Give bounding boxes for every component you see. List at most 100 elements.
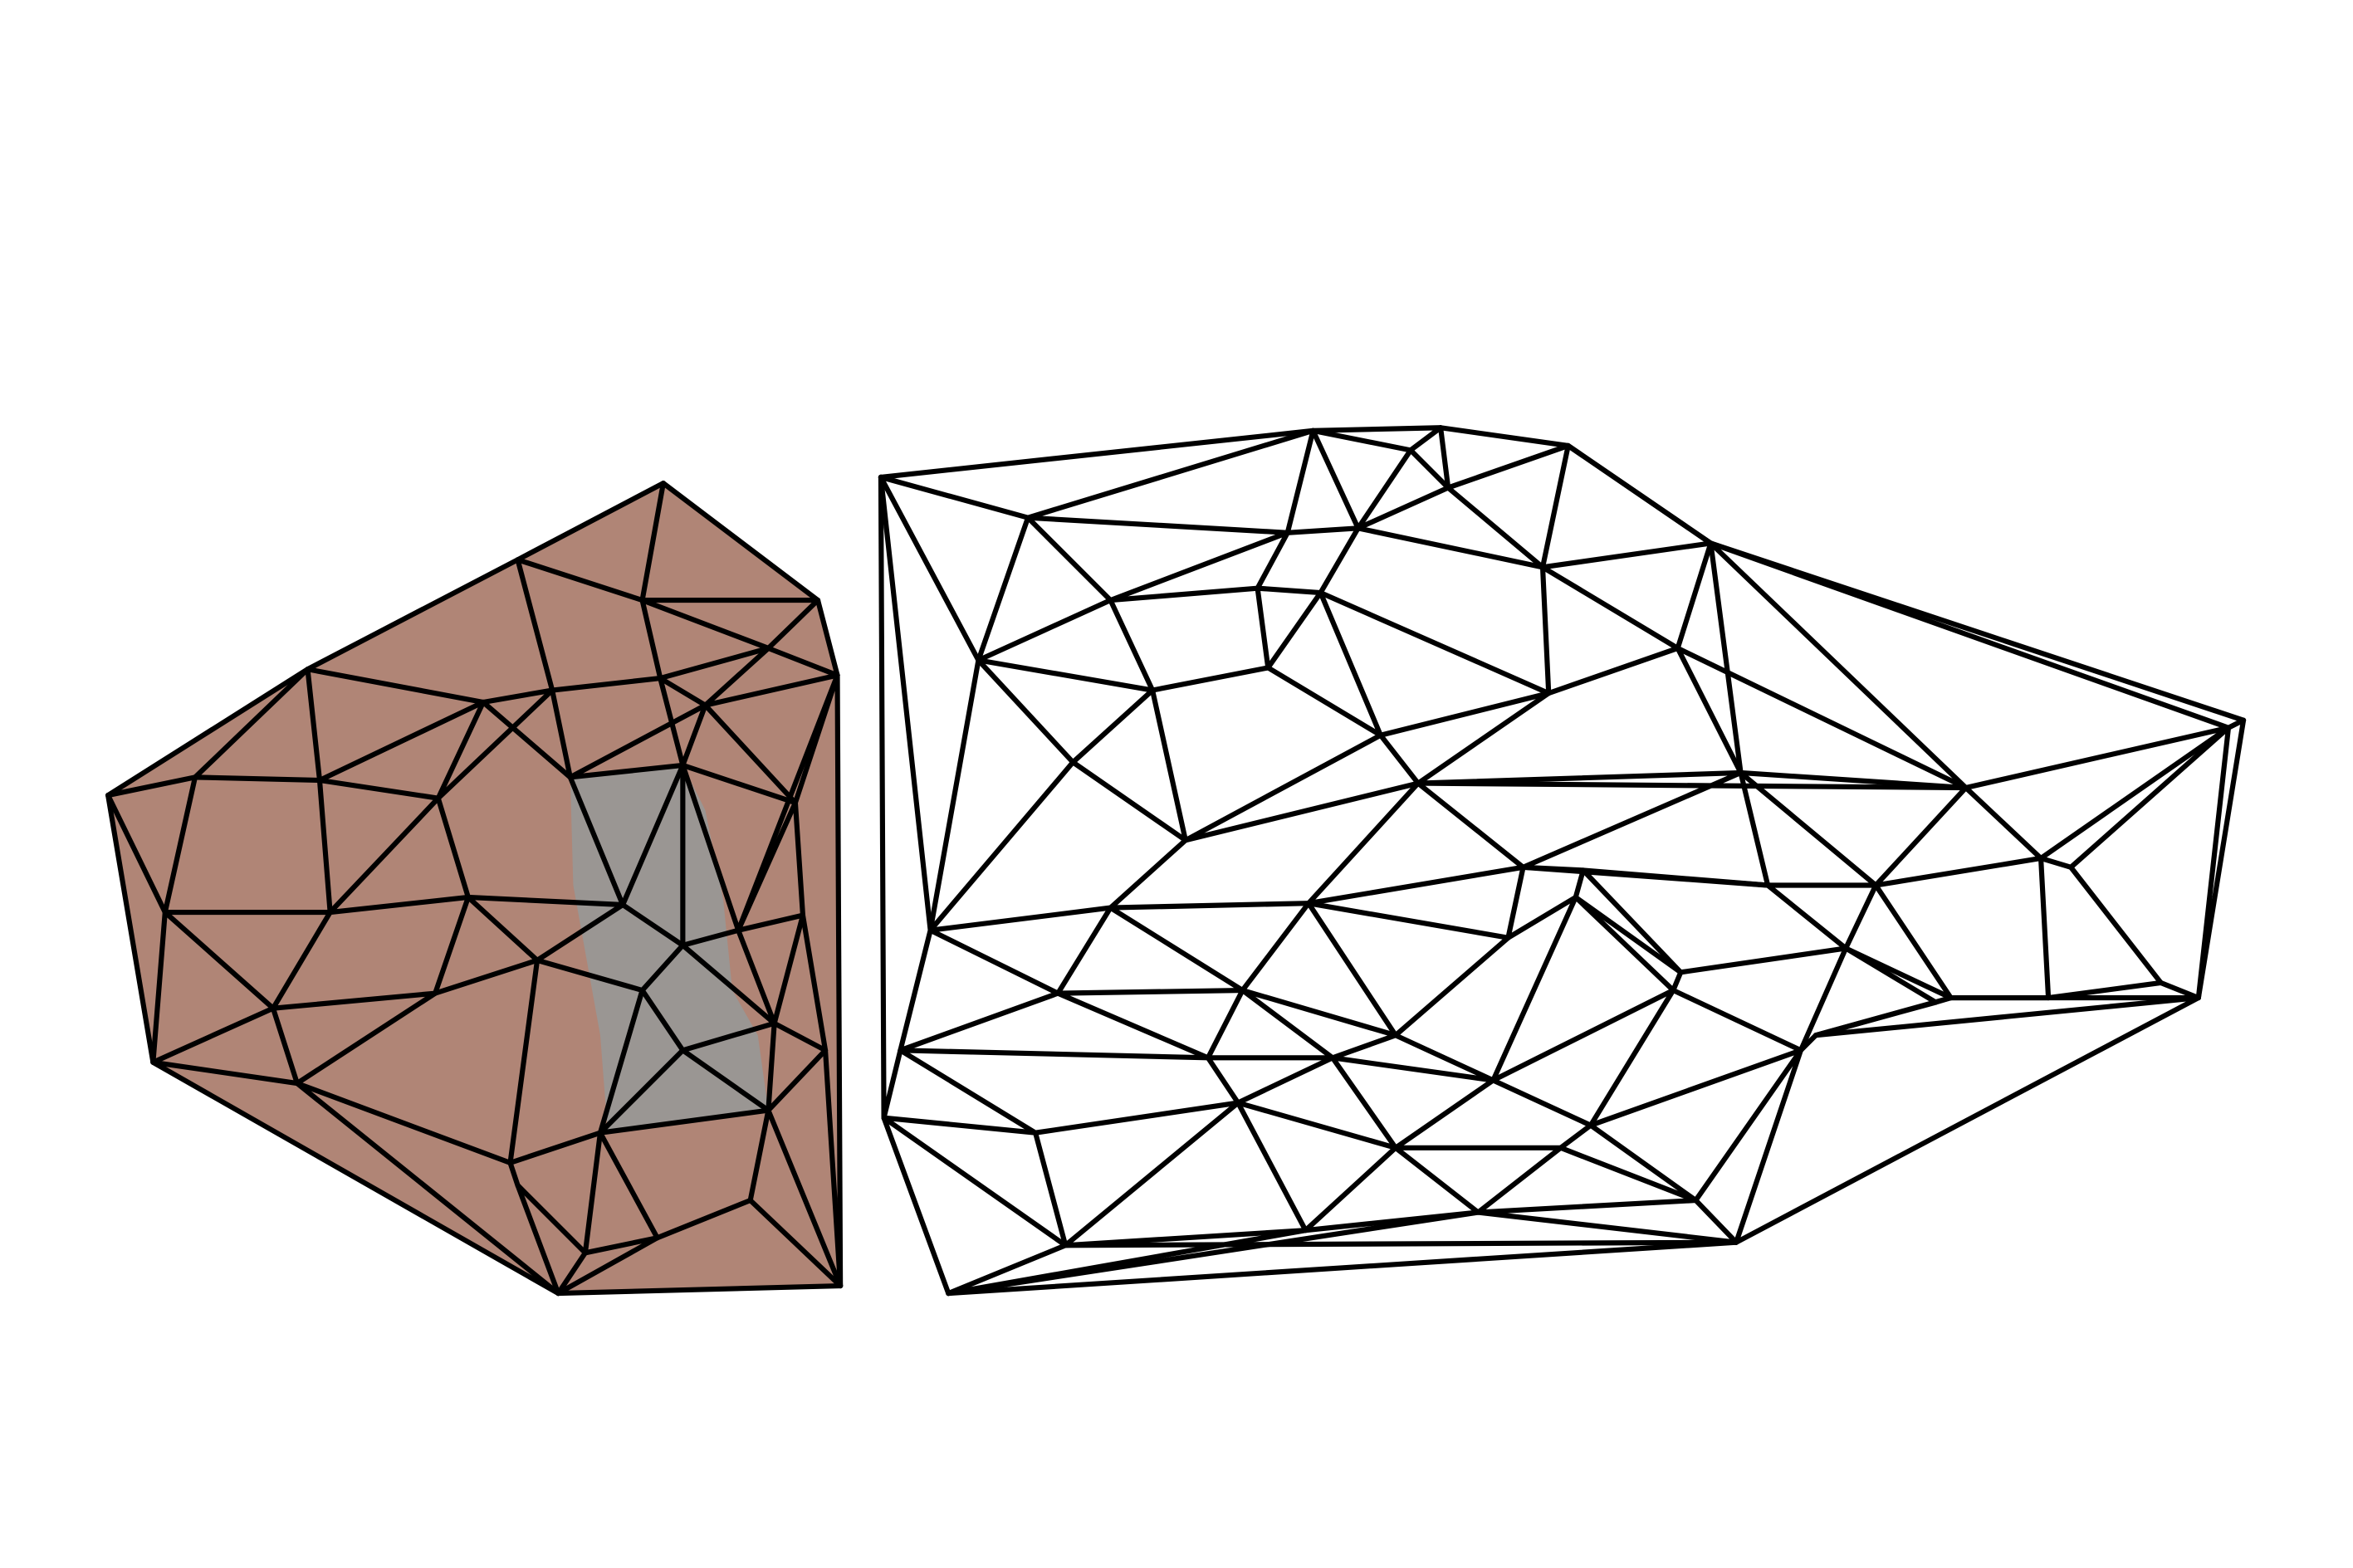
wireframe-mesh-edge — [1539, 442, 1571, 570]
wireframe-mesh-edge — [1055, 990, 1211, 1061]
shaded-mesh-edge — [435, 699, 487, 801]
shaded-mesh-edge — [555, 1235, 660, 1297]
shaded-mesh-edge — [597, 987, 645, 1136]
wireframe-mesh-edge — [1475, 1209, 1739, 1245]
shaded-mesh-edge — [597, 1130, 660, 1241]
wireframe-mesh-edge — [1240, 901, 1312, 994]
wireframe-mesh-edge — [1708, 540, 1969, 791]
shaded-mesh-edge — [105, 667, 311, 799]
shaded-mesh-edge — [305, 557, 521, 672]
wireframe-mesh-edge — [1392, 935, 1511, 1038]
wireframe-mesh-edge — [2068, 864, 2164, 986]
wireframe-mesh-edge — [878, 427, 1316, 480]
wireframe-mesh-edge — [1063, 1239, 1739, 1248]
wireframe-mesh-edge — [1843, 945, 1939, 1005]
wireframe-mesh-edge — [1765, 882, 1849, 951]
wireframe-mesh-edge — [1539, 564, 1552, 696]
shaded-mesh-edge — [305, 667, 487, 706]
wireframe-mesh-edge — [1415, 780, 1526, 870]
wireframe-mesh-edge — [898, 1048, 1211, 1061]
shaded-mesh-edge — [507, 1160, 521, 1189]
wireframe-mesh-edge — [2037, 725, 2232, 862]
wireframe-mesh-edge — [1265, 589, 1323, 671]
wireframe-mesh-edge — [1255, 530, 1290, 591]
shaded-mesh-edge — [550, 687, 573, 780]
shaded-mesh-edge — [465, 894, 626, 908]
wireframe-mesh-edge — [1587, 1048, 1803, 1128]
shaded-mesh-edge — [550, 676, 663, 693]
wireframe-mesh-edge — [2068, 725, 2232, 870]
shaded-mesh-edge — [639, 481, 666, 603]
shaded-mesh-edge — [822, 1048, 844, 1289]
wireframe-mesh-edge — [898, 990, 1061, 1053]
wireframe-mesh-edge — [1490, 1077, 1593, 1128]
wireframe-mesh-edge — [1063, 1100, 1241, 1248]
shaded-mesh-edge — [597, 1048, 686, 1136]
shaded-mesh-edge — [433, 957, 541, 996]
shaded-mesh-edge — [327, 894, 471, 916]
shaded-mesh-edge — [736, 927, 777, 1026]
wireframe-mesh-edge — [1539, 540, 1714, 570]
shaded-mesh-edge — [507, 1130, 604, 1165]
shaded-mesh-edge — [582, 1235, 660, 1256]
wireframe-mesh-edge — [1070, 760, 1188, 843]
wireframe-mesh-edge — [1070, 687, 1156, 765]
shaded-mesh-edge — [814, 598, 840, 678]
wireframe-mesh-edge — [1415, 691, 1552, 786]
shaded-mesh-edge — [555, 1283, 844, 1297]
wireframe-mesh-edge — [1843, 882, 1879, 951]
wireframe-mesh-edge — [1490, 894, 1578, 1083]
wireframe-mesh-edge — [1708, 540, 2232, 730]
shaded-mesh-edge — [766, 1020, 777, 1113]
shaded-mesh-edge — [567, 702, 708, 780]
wireframe-mesh-edge — [878, 474, 933, 933]
shaded-mesh-edge — [792, 800, 806, 918]
wireframe-mesh-edge — [1573, 867, 1586, 901]
wireframe-mesh-edge — [1205, 1055, 1241, 1106]
shaded-mesh-edge — [658, 645, 771, 681]
wireframe-mesh-edge — [946, 1239, 1739, 1297]
shaded-mesh-edge — [771, 912, 806, 1026]
shaded-mesh-edge — [435, 795, 471, 901]
shaded-mesh-edge — [192, 667, 311, 780]
shaded-mesh-edge — [792, 672, 840, 806]
shaded-mesh-edge — [680, 762, 798, 806]
wireframe-mesh-edge — [1392, 1077, 1496, 1150]
wireframe-mesh-edge — [1438, 425, 1571, 449]
wireframe-mesh-edge — [1182, 732, 1383, 843]
wireframe-mesh-edge — [1558, 1122, 1593, 1150]
shaded-mesh-edge — [702, 672, 840, 708]
wireframe-mesh-edge — [1873, 855, 2044, 888]
wireframe-mesh-edge — [1025, 427, 1316, 520]
wireframe-mesh-edge — [1284, 427, 1316, 535]
shaded-mesh-edge — [327, 795, 441, 916]
wireframe-mesh-edge — [1580, 867, 1684, 975]
wireframe-mesh-edge — [1355, 447, 1414, 531]
shaded-mesh-edge — [105, 792, 168, 916]
wireframe-mesh-edge — [946, 1209, 1481, 1297]
wireframe-mesh-edge — [1520, 864, 1586, 873]
wireframe-mesh-edge — [1108, 530, 1290, 603]
wireframe-mesh-edge — [1377, 732, 1421, 786]
shaded-mesh-edge — [435, 687, 555, 801]
wireframe-mesh-edge — [1108, 585, 1260, 603]
wireframe-mesh-edge — [1407, 447, 1451, 491]
shaded-mesh-edge — [680, 927, 741, 948]
shaded-mesh-edge — [766, 1048, 829, 1113]
wireframe-mesh-edge — [1580, 867, 1771, 888]
wireframe-mesh-edge — [1520, 769, 1744, 870]
wireframe-mesh-edge — [1329, 1033, 1398, 1061]
shaded-mesh-edge — [766, 598, 821, 652]
shaded-mesh-edge — [639, 598, 663, 681]
shaded-mesh-edge — [639, 987, 686, 1053]
wireframe-mesh-edge — [1377, 691, 1552, 738]
shaded-mesh-edge — [680, 1048, 771, 1113]
shaded-mesh-edge — [433, 894, 471, 996]
shaded-mesh-edge — [680, 762, 741, 933]
wireframe-mesh-edge — [881, 1115, 1039, 1136]
wireframe-mesh-edge — [2225, 717, 2247, 730]
wireframe-mesh-edge — [1812, 994, 2201, 1038]
wireframe-mesh-edge — [1963, 784, 2044, 862]
shaded-mesh-edge — [150, 1059, 300, 1087]
